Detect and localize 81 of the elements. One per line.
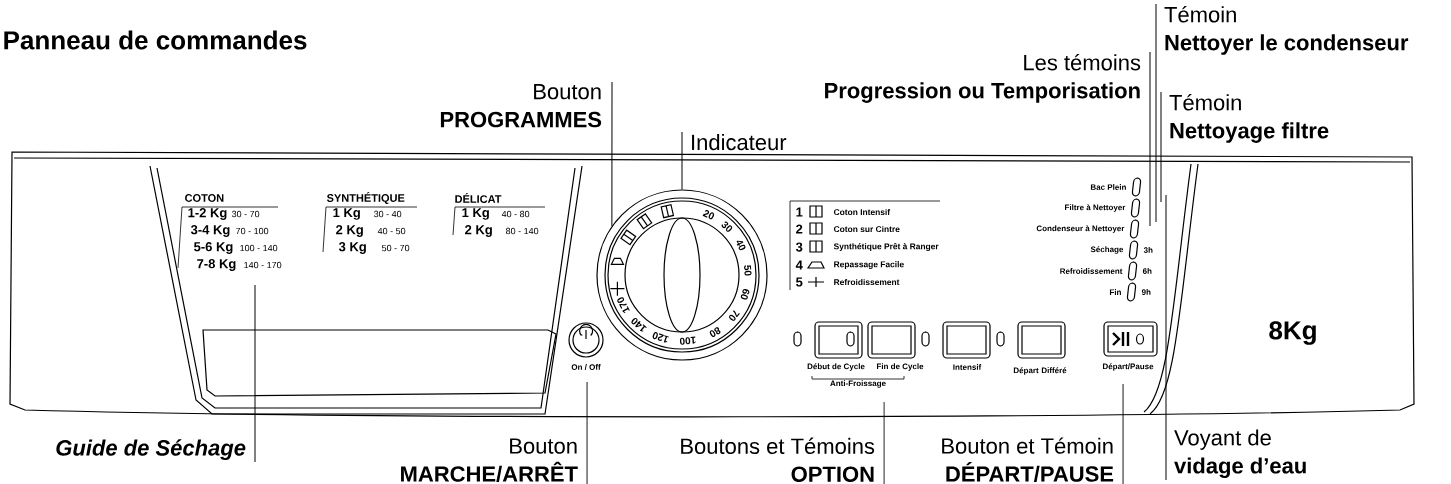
- leader-line: [586, 381, 588, 484]
- table-text: 2 Kg: [336, 225, 363, 237]
- table-text: 80 - 140: [506, 227, 539, 235]
- column-heading: COTON: [185, 194, 224, 202]
- table-text: 30 - 70: [231, 210, 260, 218]
- leader-line: [1165, 194, 1167, 481]
- table-text: 100 - 140: [240, 244, 278, 252]
- program-list-text: Coton sur Cintre: [833, 225, 900, 233]
- title: Panneau de commandes: [4, 30, 307, 50]
- indicator-label: 6h: [1142, 268, 1152, 274]
- dial-number: 40: [736, 240, 746, 251]
- button-label: Départ Différé: [1013, 367, 1067, 375]
- column-heading: DÉLICAT: [455, 193, 502, 203]
- button-label: Anti-Froissage: [830, 380, 886, 388]
- button-label: Intensif: [953, 364, 982, 370]
- table-text: 50 - 70: [381, 244, 410, 252]
- dial-number: 70: [729, 310, 740, 321]
- dial-number: 30: [721, 221, 733, 232]
- table-text: 3-4 Kg: [190, 225, 230, 237]
- table-text: 70 - 100: [236, 227, 269, 235]
- table-text: 30 - 40: [373, 210, 402, 218]
- indicator-label: 3h: [1143, 247, 1153, 253]
- dial-number: 80: [709, 327, 721, 337]
- program-list-text: Coton Intensif: [833, 208, 891, 216]
- table-text: 1 Kg: [462, 208, 489, 220]
- table-text: 40 - 80: [501, 210, 530, 218]
- indicator-label: 9h: [1141, 289, 1151, 295]
- dial-number: 140: [631, 317, 647, 332]
- callout-text: Bouton PROGRAMMES: [440, 84, 602, 128]
- indicator-label: Fin: [1109, 289, 1121, 295]
- callout-text: Témoin Nettoyage filtre: [1169, 94, 1329, 143]
- dial-knob: [596, 189, 768, 361]
- program-list-text: 5: [796, 277, 803, 287]
- table-text: 140 - 170: [244, 261, 282, 269]
- indicator-label: Filtre à Nettoyer: [1065, 204, 1126, 212]
- program-list-text: 2: [796, 224, 803, 234]
- indicator-label: Refroidissement: [1060, 268, 1123, 274]
- button-label: Début de Cycle: [807, 363, 865, 371]
- dial-number: 60: [740, 289, 750, 300]
- dial-number: 50: [744, 265, 752, 276]
- callout-text: Boutons et Témoins OPTION: [681, 437, 875, 482]
- dial-number: 120: [652, 332, 669, 343]
- table-text: 5-6 Kg: [194, 242, 233, 254]
- leader-line: [254, 284, 256, 463]
- leader-line: [611, 81, 613, 227]
- leader-line: [1160, 91, 1162, 203]
- table-text: 40 - 50: [377, 227, 406, 235]
- program-list-text: 1: [796, 207, 803, 217]
- table-text: 7-8 Kg: [197, 259, 236, 271]
- indicator-label: Condenseur à Nettoyer: [1036, 225, 1125, 233]
- program-list-text: Refroidissement: [834, 278, 900, 286]
- indicator-label: Séchage: [1090, 246, 1124, 254]
- callout-text: Les témoins Progression ou Temporisation: [825, 54, 1141, 103]
- button-label: Fin de Cycle: [877, 363, 924, 371]
- leader-line: [1155, 3, 1157, 223]
- callout-text: Bouton MARCHE/ARRÊT: [401, 438, 578, 482]
- callout-text: Témoin Nettoyer le condenseur: [1164, 6, 1409, 55]
- callout-text: Indicateur: [692, 134, 787, 151]
- table-text: 2 Kg: [465, 225, 492, 237]
- table-text: 1-2 Kg: [188, 208, 227, 220]
- table-text: 3 Kg: [338, 242, 366, 254]
- indicator-label: Bac Plein: [1090, 184, 1126, 190]
- callout-text: Bouton et Témoin DÉPART/PAUSE: [942, 437, 1114, 482]
- dial-number: 170: [617, 297, 630, 313]
- program-list-text: 3: [795, 242, 803, 252]
- dial-number: 100: [679, 336, 696, 345]
- leader-line: [681, 131, 683, 190]
- callout-text: Voyant de vidage d’eau: [1174, 429, 1306, 478]
- column-heading: SYNTHÉTIQUE: [326, 192, 405, 204]
- leader-line: [1122, 383, 1124, 484]
- dial-number: 20: [702, 210, 715, 220]
- leader-line: [883, 401, 885, 484]
- leader-line: [1149, 51, 1151, 227]
- button-label: Départ/Pause: [1103, 363, 1154, 371]
- program-list-text: 4: [795, 260, 803, 270]
- program-list-text: Synthétique Prêt à Ranger: [833, 243, 939, 252]
- table-text: 1 Kg: [333, 208, 360, 220]
- button-label: On / Off: [571, 364, 601, 370]
- program-list-text: Repassage Facile: [834, 261, 904, 269]
- capacity-label: 8Kg: [1269, 321, 1316, 345]
- callout-text: Guide de Séchage: [56, 439, 246, 460]
